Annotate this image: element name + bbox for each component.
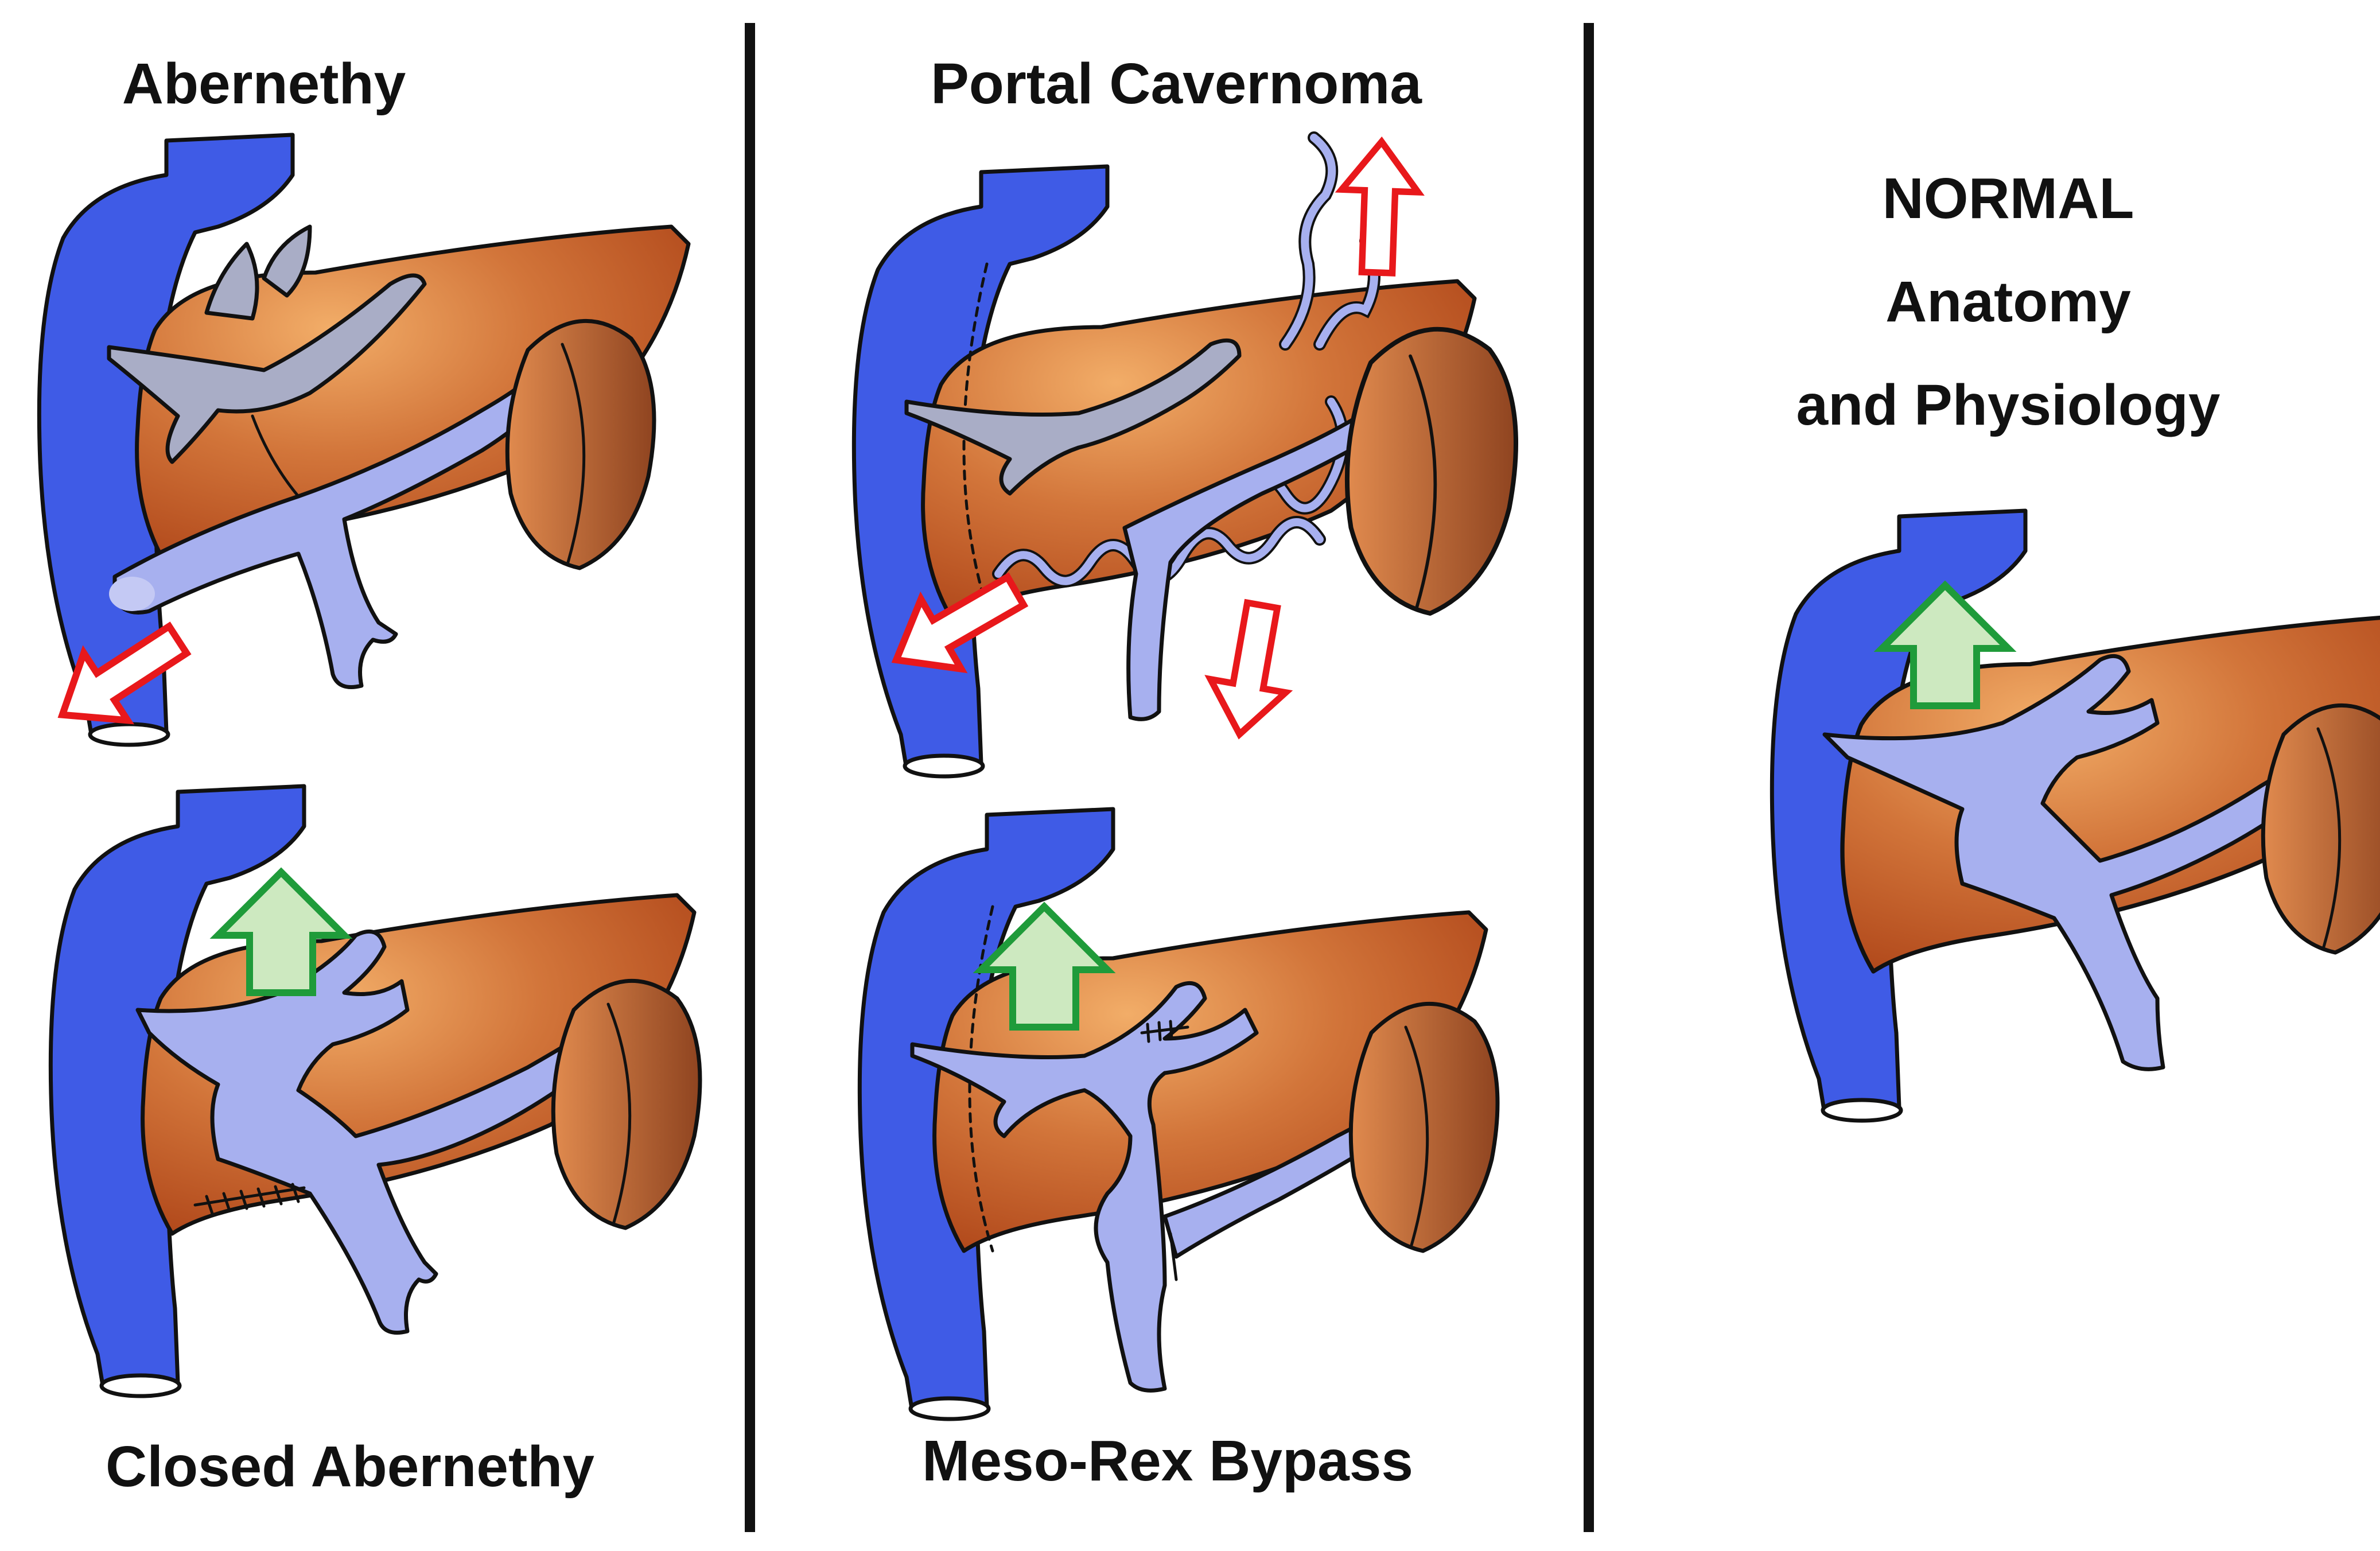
- label-closed-abernethy: Closed Abernethy: [106, 1435, 594, 1499]
- closed-abernethy-diagram: [50, 786, 700, 1396]
- label-anatomy: Anatomy: [1885, 270, 2131, 334]
- label-abernethy: Abernethy: [122, 52, 406, 116]
- label-portal-cavernoma: Portal Cavernoma: [931, 52, 1422, 116]
- meso-rex-bypass-diagram: [860, 809, 1498, 1419]
- divider-right: [1584, 23, 1594, 1532]
- label-normal: NORMAL: [1883, 166, 2134, 231]
- normal-anatomy-diagram: [1772, 511, 2380, 1121]
- portal-cavernoma-diagram: [854, 131, 1516, 776]
- label-and-physiology: and Physiology: [1796, 373, 2220, 437]
- abernethy-diagram: [39, 135, 689, 748]
- label-meso-rex-bypass: Meso-Rex Bypass: [922, 1429, 1413, 1493]
- divider-left: [745, 23, 755, 1532]
